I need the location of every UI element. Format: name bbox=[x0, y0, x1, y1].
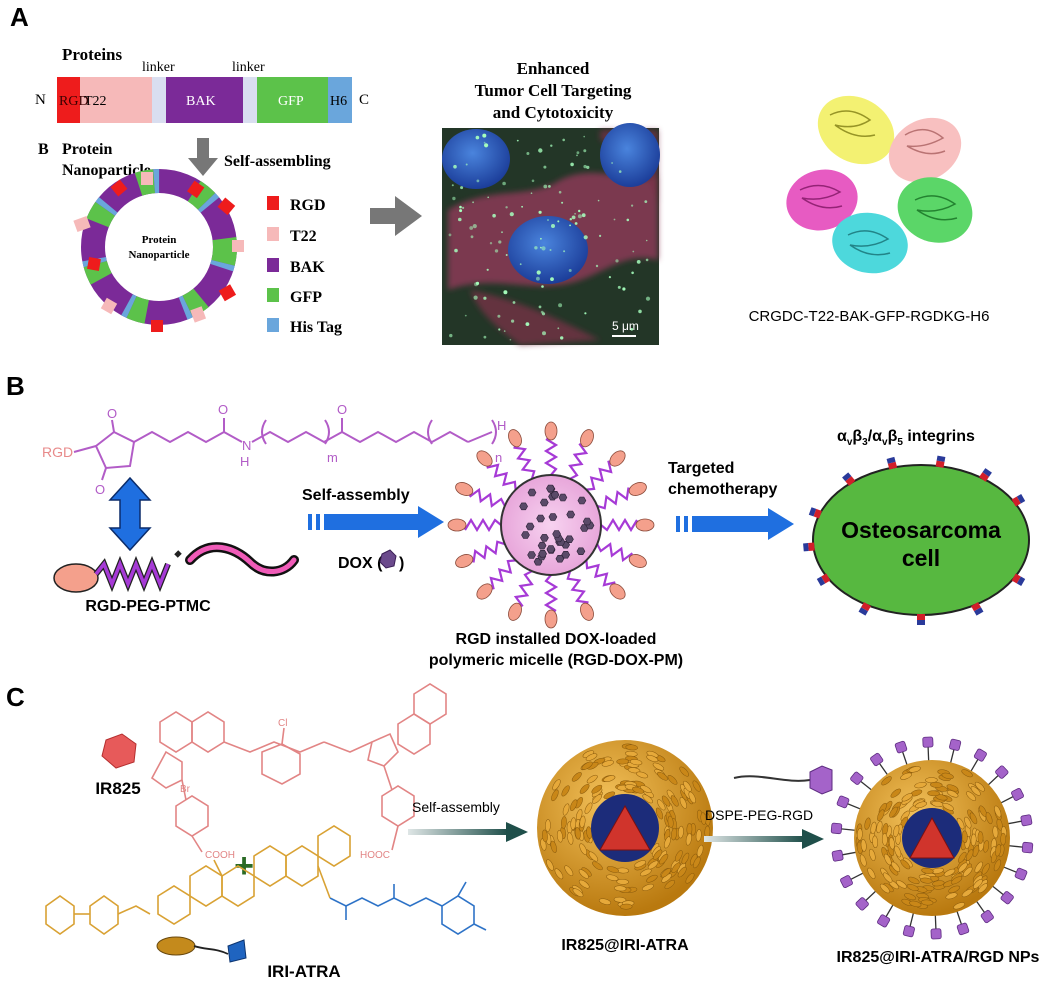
segment-bak bbox=[166, 77, 243, 123]
protein-np-label-2: Nanoparticle bbox=[62, 162, 151, 179]
segment-gfp bbox=[257, 77, 328, 123]
ir825-structure bbox=[150, 683, 447, 853]
br-atom: Br bbox=[180, 784, 191, 795]
panel-c: C IR825 Cl Br COOH HOOC + bbox=[6, 682, 1040, 981]
legend-rgd: RGD bbox=[290, 197, 326, 214]
segment-label-t22: T22 bbox=[84, 94, 107, 109]
panel-a: A Proteins linker linker N RGD T22 BAK G… bbox=[10, 2, 989, 345]
legend-his-tag: His Tag bbox=[290, 319, 342, 336]
structure-label: CRGDC-T22-BAK-GFP-RGDKG-H6 bbox=[749, 308, 990, 325]
cl-atom: Cl bbox=[278, 718, 287, 729]
grey-arrow-c1 bbox=[408, 822, 528, 842]
nanoparticle-1 bbox=[537, 740, 713, 916]
microscopy-image: 5 μm bbox=[442, 123, 660, 345]
linker-label-1: linker bbox=[142, 60, 175, 75]
hooc-label: HOOC bbox=[360, 850, 390, 861]
protein-np-label-1: Protein bbox=[62, 141, 112, 158]
segment-h6 bbox=[328, 77, 352, 123]
blue-arrow-2 bbox=[676, 508, 794, 540]
n-terminus: N bbox=[35, 92, 46, 108]
panel-b-letter: B bbox=[6, 371, 25, 401]
iri-atra-cartoon bbox=[156, 936, 247, 963]
micelle-label-2: polymeric micelle (RGD-DOX-PM) bbox=[429, 652, 683, 669]
plus-sign: + bbox=[234, 847, 254, 885]
cell-label-1: Osteosarcoma bbox=[841, 517, 1001, 543]
legend-gfp: GFP bbox=[290, 289, 322, 306]
legend-bak: BAK bbox=[290, 259, 325, 276]
grey-arrow-a bbox=[370, 196, 422, 236]
proteins-label: Proteins bbox=[62, 45, 123, 64]
legend-t22: T22 bbox=[290, 228, 317, 245]
panel-b: B RGD N H O O O O m n H bbox=[6, 371, 1030, 669]
enhanced-line-2: Tumor Cell Targeting bbox=[475, 81, 632, 100]
dspe-label: DSPE-PEG-RGD bbox=[705, 807, 813, 823]
iri-atra-structure bbox=[45, 825, 487, 935]
cooh-label: COOH bbox=[205, 850, 235, 861]
component-legend: RGD T22 BAK GFP His Tag bbox=[267, 196, 342, 336]
protein-3d-structure bbox=[786, 95, 973, 274]
targeted-label-2: chemotherapy bbox=[668, 481, 777, 498]
micelle-label-1: RGD installed DOX-loaded bbox=[456, 631, 657, 648]
ir825-molecule-icon bbox=[101, 733, 137, 769]
sub-letter-b: B bbox=[38, 141, 49, 158]
linker-2 bbox=[243, 77, 257, 123]
ring-center-label-2: Nanoparticle bbox=[128, 249, 189, 261]
o-atom-2: O bbox=[95, 482, 105, 497]
cell-label-2: cell bbox=[902, 545, 940, 571]
n-atom: N bbox=[242, 438, 251, 453]
c-terminus: C bbox=[359, 92, 369, 108]
ring-center-label-1: Protein bbox=[142, 234, 177, 246]
nanoparticle-ring: Protein Nanoparticle bbox=[73, 169, 244, 332]
down-arrow bbox=[188, 138, 218, 176]
dox-molecule-icon bbox=[379, 549, 397, 569]
dox-label: DOX ( bbox=[338, 555, 383, 572]
subscript-n: n bbox=[495, 450, 502, 465]
segment-label-h6: H6 bbox=[330, 94, 347, 109]
ir825-label: IR825 bbox=[95, 779, 140, 798]
o-atom-4: O bbox=[337, 402, 347, 417]
o-atom-3: O bbox=[218, 402, 228, 417]
linker-label-2: linker bbox=[232, 60, 265, 75]
iri-atra-label: IRI-ATRA bbox=[267, 962, 340, 981]
segment-t22 bbox=[80, 77, 152, 123]
double-arrow bbox=[108, 476, 152, 552]
dox-close: ) bbox=[399, 555, 404, 572]
linker-1 bbox=[152, 77, 166, 123]
conjugate-cartoon bbox=[53, 542, 299, 593]
self-assembling-label: Self-assembling bbox=[224, 153, 331, 170]
self-assembly-label-c: Self-assembly bbox=[412, 799, 500, 815]
dspe-peg-rgd-icon bbox=[733, 765, 833, 795]
ir825-atom-labels: Cl Br COOH HOOC bbox=[180, 718, 390, 861]
segment-label-gfp: GFP bbox=[278, 94, 304, 109]
blue-arrow-1 bbox=[308, 506, 444, 538]
targeted-label-1: Targeted bbox=[668, 460, 734, 477]
grey-arrow-c2 bbox=[704, 829, 824, 849]
scale-bar-label: 5 μm bbox=[612, 319, 639, 333]
rgd-chem-label: RGD bbox=[42, 444, 73, 460]
np2-label: IR825@IRI-ATRA/RGD NPs bbox=[837, 949, 1040, 966]
self-assembly-label-b: Self-assembly bbox=[302, 487, 410, 504]
subscript-m: m bbox=[327, 450, 338, 465]
integrins-label: αvβ3/αvβ5 integrins bbox=[837, 428, 975, 448]
h-atom: H bbox=[240, 454, 249, 469]
segment-label-rgd: RGD bbox=[59, 94, 89, 109]
conjugate-label: RGD-PEG-PTMC bbox=[85, 598, 211, 615]
enhanced-line-3: and Cytotoxicity bbox=[493, 103, 614, 122]
micelle bbox=[447, 421, 655, 629]
nanoparticle-2 bbox=[830, 736, 1034, 940]
segment-rgd bbox=[57, 77, 80, 123]
osteosarcoma-cell: Osteosarcoma cell bbox=[803, 455, 1030, 625]
panel-c-letter: C bbox=[6, 682, 25, 712]
o-atom-1: O bbox=[107, 406, 117, 421]
h-terminal: H bbox=[497, 418, 506, 433]
protein-construct-bar: RGD T22 BAK GFP H6 bbox=[57, 77, 352, 123]
np1-label: IR825@IRI-ATRA bbox=[561, 937, 689, 954]
rgd-peg-ptmc-structure: RGD bbox=[42, 418, 497, 481]
panel-a-letter: A bbox=[10, 2, 29, 32]
chem-atom-labels: N H O O O O m n H bbox=[95, 402, 506, 497]
enhanced-line-1: Enhanced bbox=[517, 59, 590, 78]
segment-label-bak: BAK bbox=[186, 94, 216, 109]
